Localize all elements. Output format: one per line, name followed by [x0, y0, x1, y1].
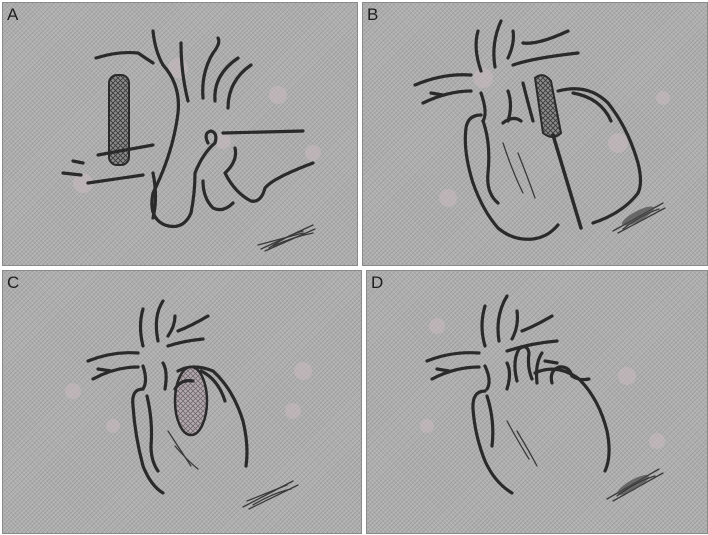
- panel-label-d: D: [371, 273, 383, 293]
- scribble-mark-c: [243, 481, 298, 509]
- panel-label-c: C: [7, 273, 19, 293]
- panel-b-drawing: [363, 3, 707, 265]
- panel-a-drawing: [3, 3, 357, 265]
- panel-a: A: [2, 2, 358, 266]
- scribble-mark-a: [258, 225, 315, 251]
- septal-patch: [175, 367, 207, 435]
- panel-label-a: A: [7, 5, 18, 25]
- scribble-mark-d: [607, 469, 663, 501]
- panel-d-drawing: [367, 271, 707, 533]
- panel-label-b: B: [367, 5, 378, 25]
- panel-b: B: [362, 2, 708, 266]
- panel-c: C: [2, 270, 362, 534]
- panel-d: D: [366, 270, 708, 534]
- panel-c-drawing: [3, 271, 361, 533]
- delivery-device: [535, 75, 561, 137]
